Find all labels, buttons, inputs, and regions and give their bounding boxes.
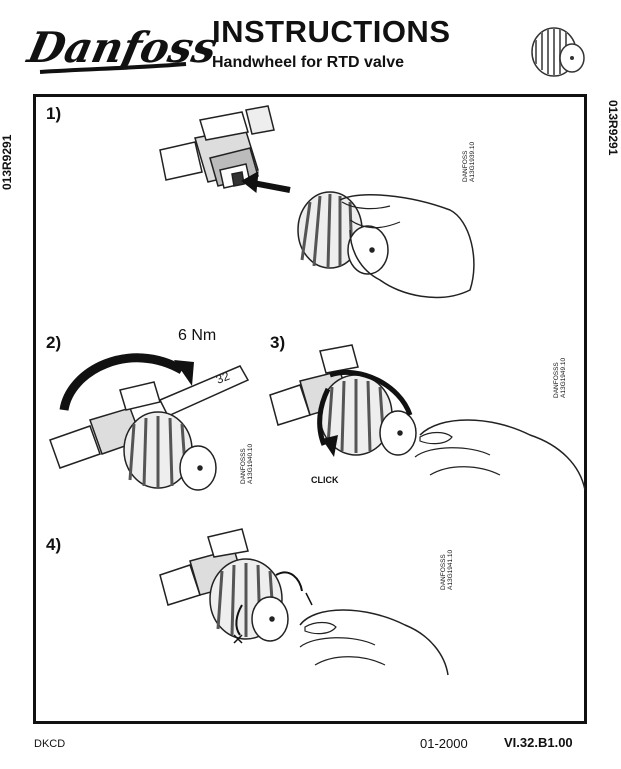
- step-3-label: 3): [270, 333, 286, 352]
- step-2-illustration: 32: [49, 353, 250, 491]
- step-4-illustration: [159, 528, 449, 676]
- click-label: CLICK: [311, 475, 339, 485]
- footer-reference: VI.32.B1.00: [504, 735, 573, 750]
- step-1-illustration: [159, 105, 475, 299]
- step-1-label: 1): [46, 104, 62, 123]
- danfoss-logo-text: Danfoss: [22, 23, 221, 72]
- side-code-right: 013R9291: [606, 100, 620, 156]
- instruction-frame: [33, 94, 587, 724]
- page-title: INSTRUCTIONS: [212, 14, 451, 49]
- handwheel-icon: [531, 27, 585, 77]
- side-code-left: 013R9291: [0, 134, 14, 190]
- footer-date: 01-2000: [420, 736, 468, 751]
- step-4-label: 4): [46, 535, 62, 554]
- step-2-label: 2): [46, 333, 62, 352]
- wrench-size: 32: [214, 369, 232, 387]
- torque-label: 6 Nm: [178, 327, 217, 344]
- step-3-illustration: [269, 344, 586, 491]
- page-subtitle: Handwheel for RTD valve: [212, 54, 405, 71]
- danfoss-logo: Danfoss: [22, 23, 222, 74]
- footer-left-code: DKCD: [34, 738, 66, 750]
